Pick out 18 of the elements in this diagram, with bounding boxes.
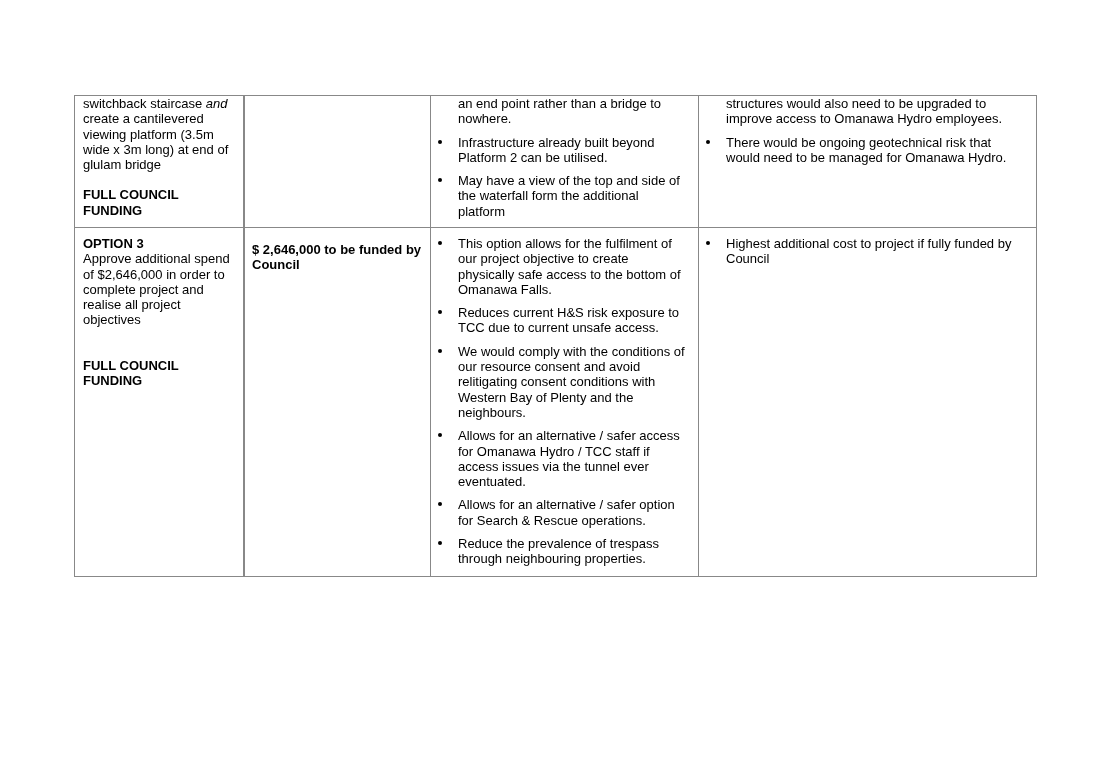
bullet-text: We would comply with the conditions of our resource consent and avoid relitigating consent conditions with Western Bay of Plenty and the neighbours. xyxy=(458,343,686,421)
bullet-text: Allows for an alternative / safer access for Omanawa Hydro / TCC staff if access issues via the tunnel ever eventuated. xyxy=(458,428,681,490)
bold-text: $ 2,646,000 to be funded by Council xyxy=(252,242,422,273)
bullet-text: There would be ongoing geotechnical risk that would need to be managed for Omanawa Hydro. xyxy=(726,134,1008,166)
cell-text: switchback staircase and create a cantilevered viewing platform (3.5m wide x 3m long) at end of glulam bridge xyxy=(83,96,230,173)
cell-text: Approve additional spend of $2,646,000 in order to complete project and realise all project objectives xyxy=(83,251,231,328)
bullet-text: Reduce the prevalence of trespass through neighbouring properties. xyxy=(458,536,660,567)
bold-text: OPTION 3 xyxy=(83,236,145,252)
cell-text: an end point rather than a bridge to nowhere. xyxy=(457,96,663,127)
bullet-text: This option allows for the fulfilment of our project objective to create physically safe access to the bottom of Omanawa Falls. xyxy=(458,236,682,298)
bold-text: FULL COUNCIL FUNDING xyxy=(83,357,180,389)
bullet-text: Reduces current H&S risk exposure to TCC due to current unsafe access. xyxy=(458,305,681,336)
bullet-text: Allows for an alternative / safer option for Search & Rescue operations. xyxy=(458,497,676,529)
bullet-text: Infrastructure already built beyond Platform 2 can be utilised. xyxy=(458,134,656,166)
bold-text: FULL COUNCIL FUNDING xyxy=(83,187,180,219)
bullet-text: May have a view of the top and side of the waterfall form the additional platform xyxy=(458,173,681,220)
cell-text: structures would also need to be upgraded to improve access to Omanawa Hydro employees. xyxy=(725,96,1003,127)
bullet-text: Highest additional cost to project if fully funded by Council xyxy=(726,236,1013,267)
